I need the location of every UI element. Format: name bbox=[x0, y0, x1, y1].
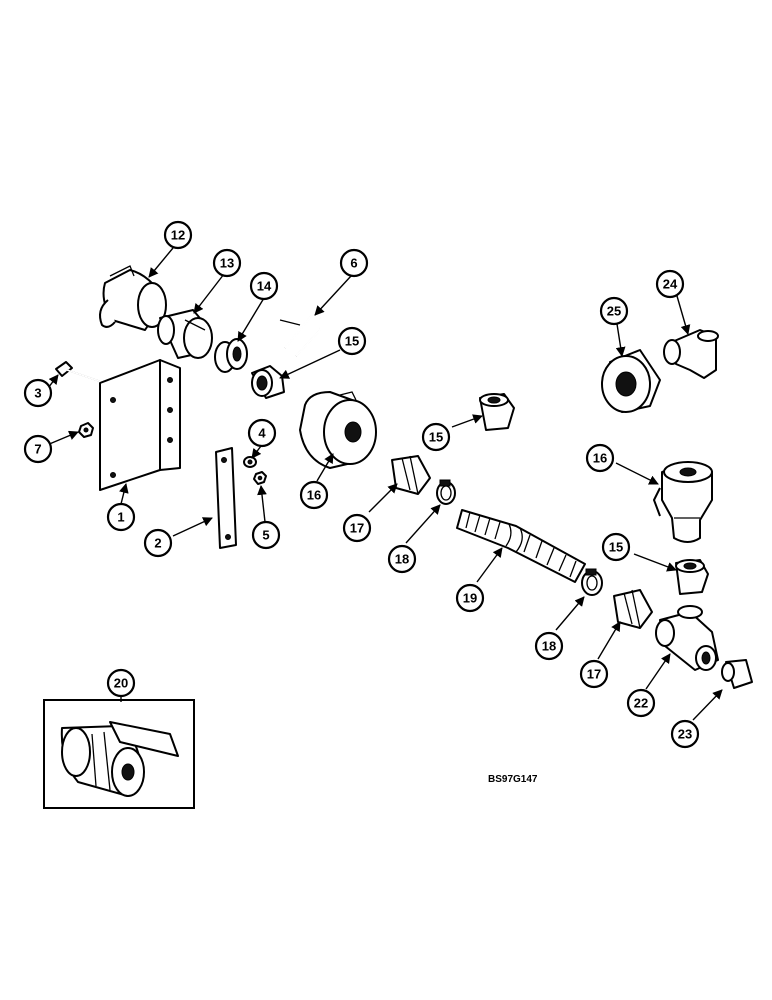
svg-text:15: 15 bbox=[609, 540, 623, 555]
part-nut-7 bbox=[78, 422, 94, 438]
callout-7: 7 bbox=[23, 434, 53, 464]
callout-16a: 16 bbox=[299, 480, 329, 510]
callout-19: 19 bbox=[455, 583, 485, 613]
part-valve-16b bbox=[653, 461, 713, 543]
inset-ball-valve bbox=[43, 699, 195, 809]
part-nipple-15a bbox=[251, 365, 285, 399]
callout-15b: 15 bbox=[421, 422, 451, 452]
callout-20: 20 bbox=[106, 668, 136, 698]
svg-text:16: 16 bbox=[307, 488, 321, 503]
part-plug bbox=[721, 659, 753, 689]
part-fitting-17b bbox=[613, 589, 653, 629]
callout-18b: 18 bbox=[534, 631, 564, 661]
callout-1: 1 bbox=[106, 502, 136, 532]
svg-text:18: 18 bbox=[395, 552, 409, 567]
svg-text:1: 1 bbox=[117, 510, 124, 525]
svg-text:5: 5 bbox=[262, 528, 269, 543]
callout-18a: 18 bbox=[387, 544, 417, 574]
callout-3: 3 bbox=[23, 378, 53, 408]
part-adapter-13 bbox=[157, 309, 213, 359]
leader-lines bbox=[44, 247, 723, 721]
callout-17a: 17 bbox=[342, 513, 372, 543]
callout-17b: 17 bbox=[579, 659, 609, 689]
part-strap bbox=[215, 447, 237, 549]
svg-text:14: 14 bbox=[257, 279, 272, 294]
callout-5: 5 bbox=[251, 520, 281, 550]
part-tee bbox=[655, 605, 719, 671]
svg-text:15: 15 bbox=[429, 430, 443, 445]
part-valve-16a bbox=[299, 391, 377, 469]
svg-text:19: 19 bbox=[463, 591, 477, 606]
part-fitting-14 bbox=[214, 338, 248, 373]
callout-22: 22 bbox=[626, 688, 656, 718]
svg-text:7: 7 bbox=[34, 442, 41, 457]
part-elbow bbox=[663, 329, 719, 379]
part-fitting-17a bbox=[391, 455, 431, 495]
part-nipple-15b bbox=[479, 393, 515, 431]
callout-6: 6 bbox=[339, 248, 369, 278]
svg-text:24: 24 bbox=[663, 277, 678, 292]
svg-text:18: 18 bbox=[542, 639, 556, 654]
svg-text:4: 4 bbox=[258, 426, 266, 441]
part-mounting-bracket bbox=[99, 359, 181, 491]
svg-text:20: 20 bbox=[114, 676, 128, 691]
svg-text:12: 12 bbox=[171, 228, 185, 243]
callout-16b: 16 bbox=[585, 443, 615, 473]
part-clamp-18b bbox=[581, 568, 603, 596]
part-bushing bbox=[601, 349, 661, 413]
svg-text:17: 17 bbox=[350, 521, 364, 536]
callout-2: 2 bbox=[143, 528, 173, 558]
callout-14: 14 bbox=[249, 271, 279, 301]
svg-text:25: 25 bbox=[607, 304, 621, 319]
callout-23: 23 bbox=[670, 719, 700, 749]
svg-text:2: 2 bbox=[154, 536, 161, 551]
callout-15c: 15 bbox=[601, 532, 631, 562]
svg-text:15: 15 bbox=[345, 334, 359, 349]
part-washer bbox=[243, 456, 257, 468]
part-clamp-18a bbox=[436, 479, 456, 505]
part-coupling-12 bbox=[99, 265, 167, 331]
drawing-code: BS97G147 bbox=[488, 774, 538, 785]
svg-text:3: 3 bbox=[34, 386, 41, 401]
part-nipple-15c bbox=[675, 559, 709, 595]
svg-text:17: 17 bbox=[587, 667, 601, 682]
svg-text:13: 13 bbox=[220, 256, 234, 271]
svg-text:16: 16 bbox=[593, 451, 607, 466]
svg-text:23: 23 bbox=[678, 727, 692, 742]
callout-12: 12 bbox=[163, 220, 193, 250]
svg-text:22: 22 bbox=[634, 696, 648, 711]
callout-25: 25 bbox=[599, 296, 629, 326]
callout-4: 4 bbox=[247, 418, 277, 448]
part-u-bolt bbox=[279, 311, 322, 357]
part-nut-5 bbox=[253, 471, 267, 485]
svg-text:6: 6 bbox=[350, 256, 357, 271]
callout-15a: 15 bbox=[337, 326, 367, 356]
callout-24: 24 bbox=[655, 269, 685, 299]
part-bolt bbox=[55, 361, 100, 382]
callout-13: 13 bbox=[212, 248, 242, 278]
part-hose bbox=[456, 509, 586, 583]
